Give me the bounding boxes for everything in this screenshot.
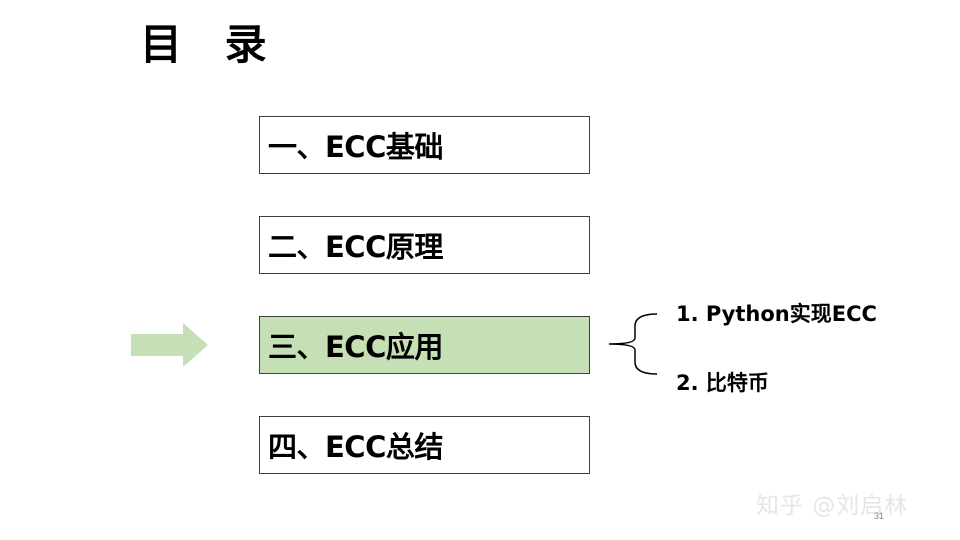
- page-number: 31: [874, 511, 885, 521]
- left-brace-icon: [608, 313, 658, 375]
- right-arrow-icon: [131, 323, 208, 367]
- page-title: 目 录: [140, 20, 281, 69]
- watermark: 知乎 @刘启林: [756, 493, 909, 519]
- toc-item-2[interactable]: 二、ECC原理: [259, 216, 590, 274]
- toc-item-3-current[interactable]: 三、ECC应用: [259, 316, 590, 374]
- toc-item-4[interactable]: 四、ECC总结: [259, 416, 590, 474]
- toc-item-1[interactable]: 一、ECC基础: [259, 116, 590, 174]
- subitem-2[interactable]: 2. 比特币: [676, 371, 769, 395]
- subitem-1[interactable]: 1. Python实现ECC: [676, 302, 877, 326]
